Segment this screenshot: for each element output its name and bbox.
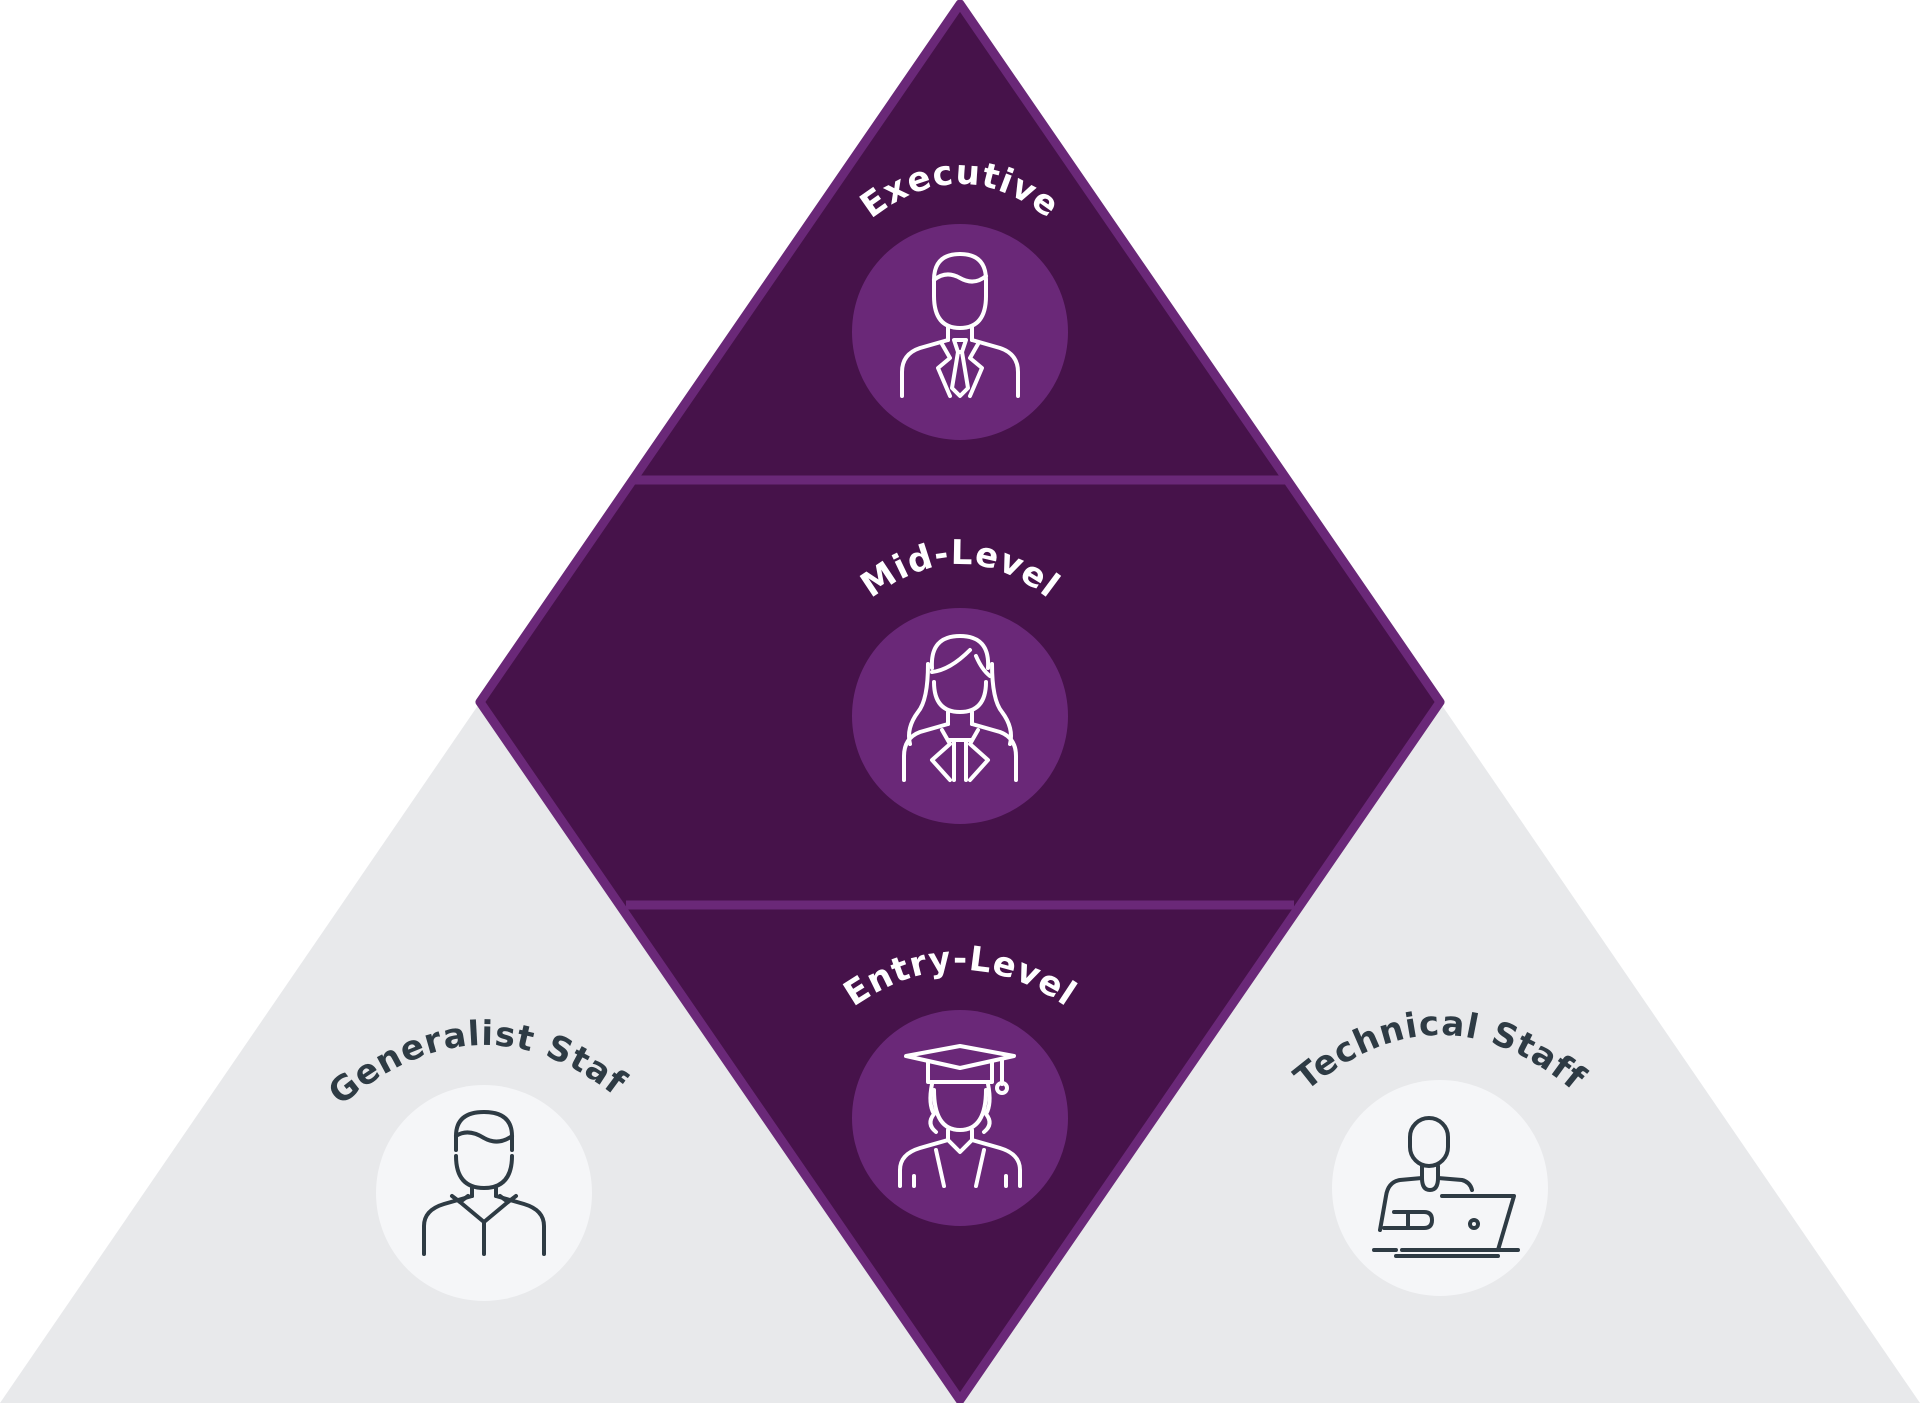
level-mid: Mid-Level [852, 533, 1068, 824]
top-left-background [0, 0, 960, 1400]
technical-icon-circle [1332, 1080, 1548, 1296]
generalist-icon-circle [376, 1085, 592, 1301]
technical-person-laptop-icon [1372, 1116, 1520, 1258]
graduate-person-icon [898, 1044, 1022, 1188]
level-entry: Entry-Level [837, 939, 1083, 1226]
mid-level-icon-circle [852, 608, 1068, 824]
generalist-person-icon [422, 1110, 546, 1256]
executive-person-icon [900, 252, 1020, 398]
executive-icon-circle [852, 224, 1068, 440]
top-right-background [960, 0, 1920, 1400]
mid-level-person-icon [902, 634, 1018, 782]
entry-level-icon-circle [852, 1010, 1068, 1226]
